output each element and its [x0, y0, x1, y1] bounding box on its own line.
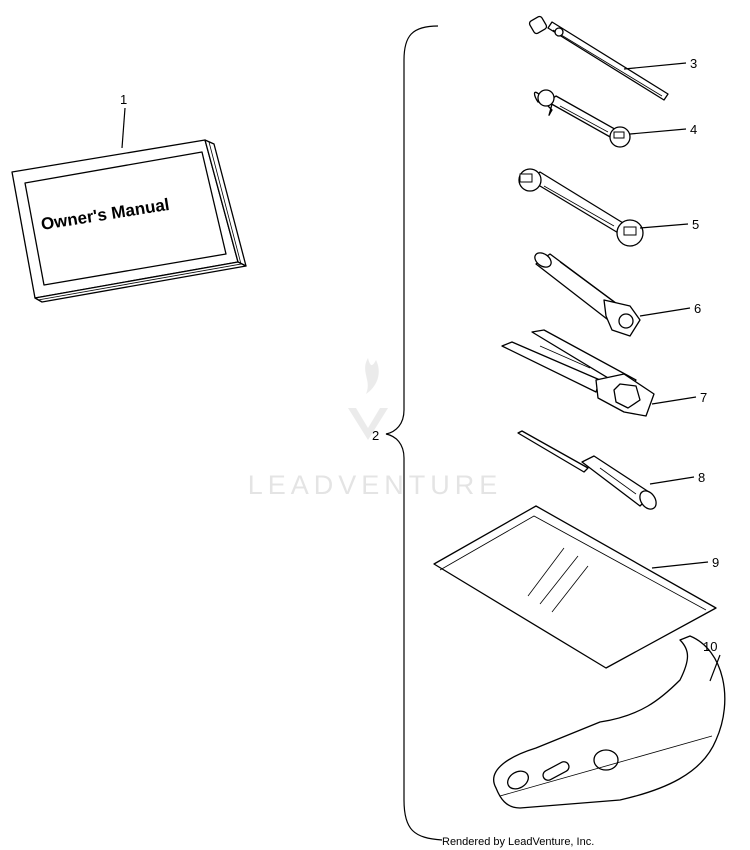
callout-5: 5: [692, 217, 699, 232]
callout-9: 9: [712, 555, 719, 570]
adjuster-bracket[interactable]: [493, 635, 726, 809]
owners-manual[interactable]: Owner's Manual: [11, 139, 247, 303]
leader-line-9: [651, 561, 709, 569]
screwdriver[interactable]: [517, 430, 659, 512]
flame-v-logo-icon: [348, 358, 388, 440]
tool-kit-bracket: [385, 25, 443, 841]
callout-6: 6: [694, 301, 701, 316]
leader-line-10: [709, 654, 721, 682]
combination-tool[interactable]: [501, 329, 655, 417]
leader-line-3: [623, 62, 687, 70]
leader-line-8: [649, 476, 695, 485]
callout-4: 4: [690, 122, 697, 137]
leader-line-4: [629, 128, 687, 135]
callout-8: 8: [698, 470, 705, 485]
leader-line-6: [639, 307, 691, 317]
render-credit: Rendered by LeadVenture, Inc.: [442, 836, 594, 848]
spark-plug-socket[interactable]: [532, 250, 641, 337]
open-end-wrench-small[interactable]: [533, 89, 631, 148]
plug-wrench-handle[interactable]: [528, 15, 669, 101]
callout-10: 10: [703, 639, 717, 654]
open-end-wrench-large[interactable]: [518, 168, 644, 247]
leader-line-7: [651, 396, 697, 405]
leader-line-5: [639, 223, 689, 229]
callout-7: 7: [700, 390, 707, 405]
callout-1: 1: [120, 92, 127, 107]
leader-line-1: [121, 107, 126, 149]
tool-bag[interactable]: [433, 505, 717, 669]
callout-2: 2: [372, 428, 379, 443]
watermark-text: LEADVENTURE: [248, 470, 503, 500]
callout-3: 3: [690, 56, 697, 71]
